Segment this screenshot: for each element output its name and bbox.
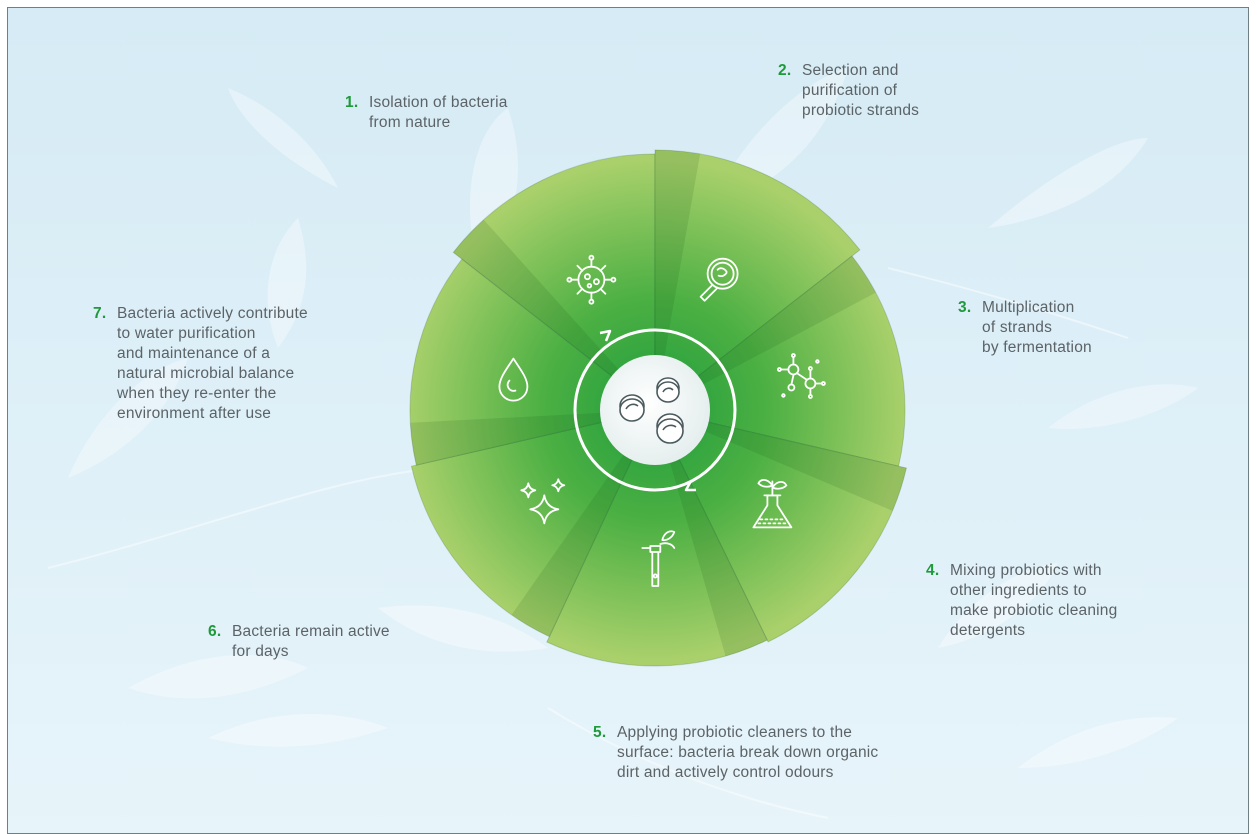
- step-3-text-line: of strands: [982, 319, 1053, 336]
- step-6-text-line: Bacteria remain active: [232, 623, 390, 640]
- step-5-text-line: Applying probiotic cleaners to the: [617, 724, 853, 741]
- magnifier-icon: [699, 257, 739, 302]
- step-3-text-line: by fermentation: [982, 339, 1092, 356]
- probiotic-capsules-icon: [619, 377, 684, 444]
- step-2-text-line: probiotic strands: [802, 102, 920, 119]
- sparkles-icon: [520, 478, 566, 525]
- cycle-arrow: [573, 328, 737, 492]
- wheel-segment-shade: [655, 149, 701, 411]
- diagram-frame: 1. Isolation of bacteria from nature 2. …: [7, 7, 1249, 834]
- step-4-number: 4.: [926, 562, 940, 579]
- wheel-segment-shade: [453, 219, 655, 410]
- step-4-text-line: Mixing probiotics with: [950, 562, 1102, 579]
- wheel-segment-7: [409, 258, 657, 466]
- step-2-text-line: purification of: [802, 82, 898, 99]
- step-3-text-line: Multiplication: [982, 299, 1075, 316]
- wheel-segment-shade: [655, 410, 907, 511]
- wheel-segment-2: [654, 149, 861, 412]
- step-1-text-line: Isolation of bacteria: [369, 94, 508, 111]
- wheel-segment-6: [410, 409, 656, 638]
- step-6-label: 6. Bacteria remain active for days: [208, 622, 390, 662]
- water-drop-icon: [498, 357, 529, 402]
- wheel-segment-5: [546, 408, 768, 667]
- step-7-text-line: to water purification: [117, 325, 256, 342]
- step-6-number: 6.: [208, 623, 222, 640]
- step-7-label: 7. Bacteria actively contribute to water…: [93, 304, 308, 424]
- step-1-text-line: from nature: [369, 114, 451, 131]
- cycle-arrowhead-top: [599, 329, 612, 342]
- step-3-label: 3. Multiplication of strands by fermenta…: [958, 298, 1092, 358]
- step-4-text-line: other ingredients to: [950, 582, 1087, 599]
- flask-sprout-icon: [752, 479, 793, 529]
- step-6-text-line: for days: [232, 643, 289, 660]
- spray-bottle-icon: [641, 530, 676, 587]
- virus-icon: [566, 254, 617, 305]
- step-4-label: 4. Mixing probiotics with other ingredie…: [926, 561, 1117, 641]
- wheel-segment-shade: [410, 410, 655, 466]
- wheel-segment-3: [653, 255, 906, 467]
- cycle-arrowhead-bottom: [684, 480, 696, 492]
- step-7-text-line: environment after use: [117, 405, 272, 422]
- step-2-label: 2. Selection and purification of probiot…: [778, 61, 919, 121]
- wheel-segment-shade: [511, 410, 655, 637]
- wheel-segment-4: [654, 409, 907, 643]
- step-4-text-line: detergents: [950, 622, 1026, 639]
- step-3-number: 3.: [958, 299, 972, 316]
- step-2-number: 2.: [778, 62, 792, 79]
- step-5-label: 5. Applying probiotic cleaners to the su…: [593, 723, 878, 783]
- step-7-number: 7.: [93, 305, 107, 322]
- process-wheel: [409, 149, 907, 667]
- step-2-text-line: Selection and: [802, 62, 899, 79]
- step-1-label: 1. Isolation of bacteria from nature: [345, 93, 508, 133]
- step-1-number: 1.: [345, 94, 359, 111]
- step-7-text-line: Bacteria actively contribute: [117, 305, 308, 322]
- molecules-icon: [777, 353, 826, 399]
- step-7-text-line: and maintenance of a: [117, 345, 271, 362]
- step-5-text-line: surface: bacteria break down organic: [617, 744, 879, 761]
- wheel-segment-shade: [655, 256, 876, 410]
- step-7-text-line: natural microbial balance: [117, 365, 295, 382]
- wheel-segment-shade: [655, 410, 768, 657]
- step-4-text-line: make probiotic cleaning: [950, 602, 1118, 619]
- step-7-text-line: when they re-enter the: [117, 385, 277, 402]
- step-5-number: 5.: [593, 724, 607, 741]
- center-hub: [600, 355, 710, 465]
- step-5-text-line: dirt and actively control odours: [617, 764, 834, 781]
